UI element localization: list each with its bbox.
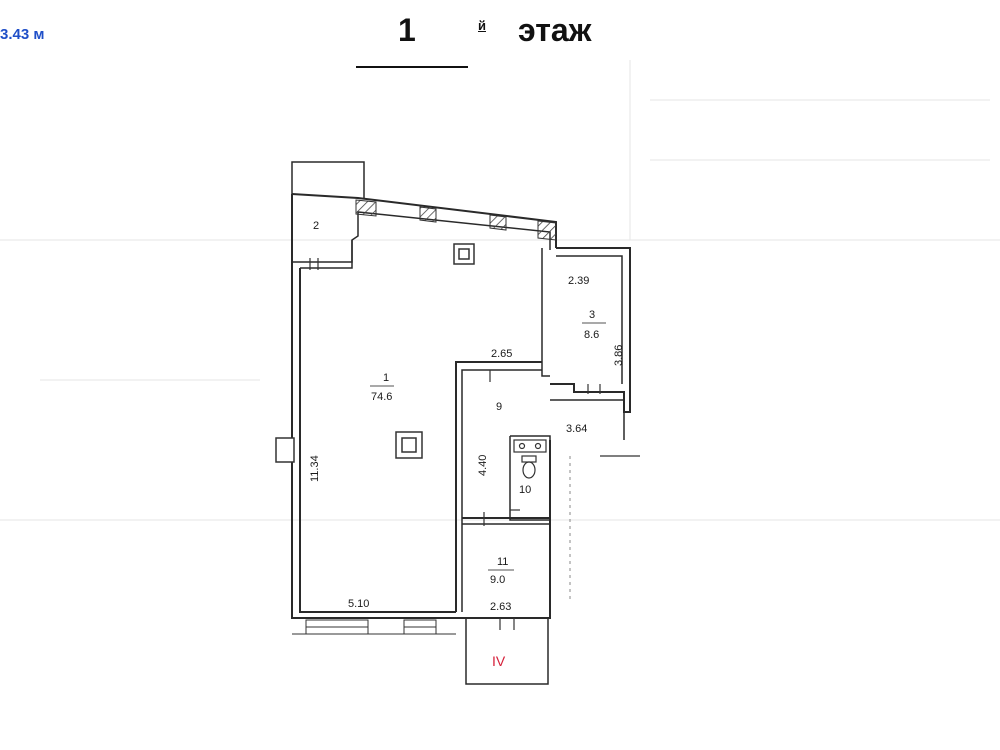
toilet-icon: [521, 455, 537, 479]
dim-room9-width: 2.65: [491, 348, 512, 360]
room-11-number: 11: [497, 556, 508, 568]
dim-room9-corridor: 3.64: [566, 423, 587, 435]
sink-icon: [513, 439, 547, 453]
dim-room3-width: 2.39: [568, 275, 589, 287]
exit-label: IV: [492, 653, 506, 669]
dim-room3-height: 3.86: [613, 345, 625, 366]
dim-room1-height: 11.34: [309, 455, 321, 482]
exterior-walls: [291, 161, 631, 685]
windows-bottom: [292, 619, 456, 635]
title-underline: [356, 66, 468, 68]
room-9-number: 9: [496, 401, 502, 413]
windows-top: [355, 199, 557, 241]
room-2-number: 2: [313, 220, 319, 232]
room-10-number: 10: [519, 484, 531, 496]
dim-room1-width: 5.10: [348, 598, 369, 610]
dim-room9-height: 4.40: [477, 455, 489, 476]
room-3-number: 3: [589, 309, 595, 321]
background-ghost-lines: [0, 60, 1000, 521]
room-1-number: 1: [383, 372, 389, 384]
floor-word: этаж: [518, 12, 592, 48]
left-door: [275, 437, 295, 463]
room-1-area: 74.6: [371, 391, 392, 403]
ceiling-height-note: 3.43 м: [0, 26, 45, 43]
floor-suffix: й: [478, 18, 486, 33]
floor-number: 1: [398, 12, 416, 48]
dim-room11-width: 2.63: [490, 601, 511, 613]
columns: [395, 243, 475, 459]
door-ticks: [309, 258, 601, 630]
room-11-area: 9.0: [490, 574, 505, 586]
room-3-area: 8.6: [584, 329, 599, 341]
